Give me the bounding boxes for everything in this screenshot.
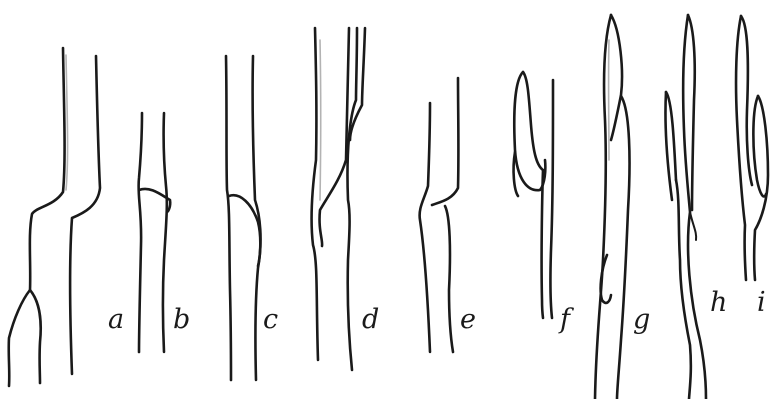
label-c: c [263,304,278,335]
drawing-b [139,113,171,352]
drawing-d [312,28,365,370]
drawing-g [595,15,630,399]
label-i: i [757,287,766,318]
drawing-c [226,56,261,380]
label-f: f [558,304,574,335]
label-b: b [173,304,190,335]
label-g: g [633,304,650,335]
drawing-e [420,78,459,352]
label-a: a [108,304,124,335]
drawing-a [9,48,100,386]
label-d: d [362,304,379,335]
drawing-h [665,15,706,399]
drawing-i [736,16,768,280]
label-e: e [460,304,476,335]
drawing-f [514,72,553,318]
label-h: h [710,287,727,318]
